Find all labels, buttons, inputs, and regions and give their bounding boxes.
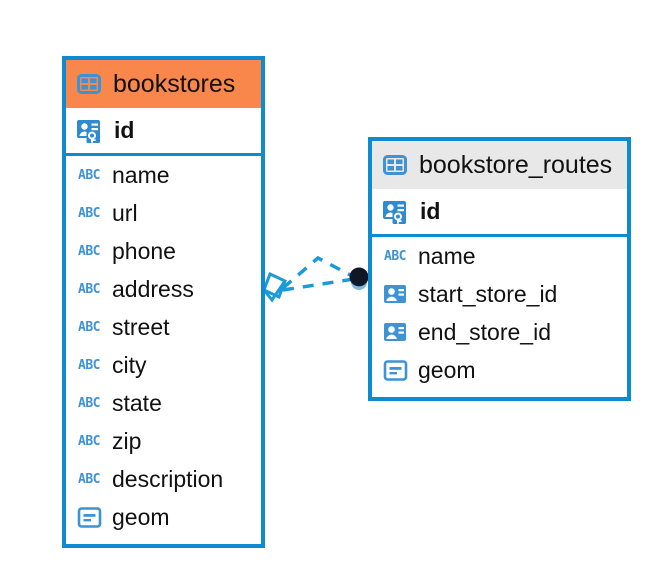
- field-name: street: [112, 313, 170, 340]
- abc-text-icon: ABC: [76, 352, 102, 378]
- field-name: state: [112, 389, 162, 416]
- abc-text-icon-label: ABC: [78, 471, 100, 487]
- field-name: start_store_id: [418, 280, 558, 307]
- abc-text-icon-label: ABC: [78, 243, 100, 259]
- field-row-address[interactable]: ABC address: [66, 270, 261, 308]
- field-name: city: [112, 351, 147, 378]
- filled-circle-marker-top: [350, 268, 368, 286]
- abc-text-icon-label: ABC: [78, 167, 100, 183]
- primary-key-icon: [382, 198, 410, 226]
- field-row-geom[interactable]: geom: [372, 351, 627, 389]
- abc-text-icon: ABC: [76, 200, 102, 226]
- field-name: name: [112, 161, 170, 188]
- entity-title: bookstore_routes: [419, 150, 613, 179]
- entity-title: bookstores: [113, 69, 236, 98]
- abc-text-icon: ABC: [76, 390, 102, 416]
- table-icon: [76, 71, 102, 97]
- field-row-zip[interactable]: ABC zip: [66, 422, 261, 460]
- abc-text-icon: ABC: [76, 466, 102, 492]
- abc-text-icon: ABC: [76, 314, 102, 340]
- field-list: ABC name start_store_id: [372, 237, 627, 389]
- field-row-state[interactable]: ABC state: [66, 384, 261, 422]
- diamond-marker: [262, 271, 287, 303]
- abc-text-icon-label: ABC: [78, 205, 100, 221]
- field-name: geom: [112, 503, 170, 530]
- filled-circle-marker: [349, 267, 369, 287]
- field-name: description: [112, 465, 224, 492]
- field-row-url[interactable]: ABC url: [66, 194, 261, 232]
- abc-text-icon-label: ABC: [384, 248, 406, 264]
- field-name: end_store_id: [418, 318, 551, 345]
- abc-text-icon-label: ABC: [78, 281, 100, 297]
- abc-text-icon: ABC: [76, 428, 102, 454]
- relationship-line-lower: [282, 277, 355, 292]
- field-row-id[interactable]: id: [372, 189, 627, 234]
- field-name: phone: [112, 237, 176, 264]
- relationship-line-upper: [281, 255, 355, 290]
- abc-text-icon: ABC: [76, 276, 102, 302]
- field-row-name[interactable]: ABC name: [66, 156, 261, 194]
- entity-header-bookstore-routes[interactable]: bookstore_routes: [372, 141, 627, 189]
- field-row-phone[interactable]: ABC phone: [66, 232, 261, 270]
- field-row-start-store-id[interactable]: start_store_id: [372, 275, 627, 313]
- field-name: zip: [112, 427, 142, 454]
- field-row-city[interactable]: ABC city: [66, 346, 261, 384]
- field-name: id: [420, 198, 441, 224]
- abc-text-icon-label: ABC: [78, 395, 100, 411]
- abc-text-icon: ABC: [76, 162, 102, 188]
- field-row-id[interactable]: id: [66, 108, 261, 153]
- field-list: ABC name ABC url ABC phone ABC ad: [66, 156, 261, 536]
- key-section: id: [66, 108, 261, 156]
- entity-table-bookstores[interactable]: bookstores id: [62, 56, 265, 548]
- foreign-key-icon: [382, 319, 408, 345]
- key-section: id: [372, 189, 627, 237]
- field-row-end-store-id[interactable]: end_store_id: [372, 313, 627, 351]
- abc-text-icon-label: ABC: [78, 319, 100, 335]
- field-name: name: [418, 242, 476, 269]
- abc-text-icon-label: ABC: [78, 357, 100, 373]
- field-row-name[interactable]: ABC name: [372, 237, 627, 275]
- field-name: url: [112, 199, 138, 226]
- field-row-description[interactable]: ABC description: [66, 460, 261, 498]
- field-row-geom[interactable]: geom: [66, 498, 261, 536]
- abc-text-icon: ABC: [76, 238, 102, 264]
- field-name: address: [112, 275, 194, 302]
- field-name: geom: [418, 356, 476, 383]
- field-row-street[interactable]: ABC street: [66, 308, 261, 346]
- primary-key-icon: [76, 117, 104, 145]
- abc-text-icon-label: ABC: [78, 433, 100, 449]
- table-icon: [382, 152, 408, 178]
- abc-text-icon: ABC: [382, 243, 408, 269]
- field-name: id: [114, 117, 135, 143]
- filled-circle-marker-shadow: [351, 274, 367, 290]
- entity-table-bookstore-routes[interactable]: bookstore_routes: [368, 137, 631, 401]
- entity-header-bookstores[interactable]: bookstores: [66, 60, 261, 108]
- geometry-icon: [76, 504, 102, 530]
- foreign-key-icon: [382, 281, 408, 307]
- geometry-icon: [382, 357, 408, 383]
